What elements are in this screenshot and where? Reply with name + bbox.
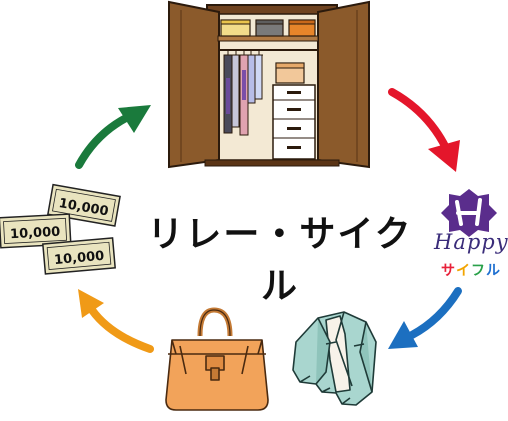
logo-kana-1: サ	[441, 263, 456, 279]
banknotes-illustration: 10,000 10,000 10,000	[0, 183, 121, 275]
happy-saiful-logo	[441, 189, 497, 237]
logo-kana-3: フ	[471, 263, 486, 279]
logo-kana-4: ル	[486, 263, 501, 279]
closet-illustration	[168, 0, 370, 169]
logo-word: Happy	[434, 230, 508, 254]
arrow-green	[75, 105, 151, 169]
banknote-2-label: 10,000	[10, 225, 61, 243]
arrow-orange	[78, 289, 154, 353]
arrow-blue	[388, 287, 462, 349]
handbag-illustration	[165, 307, 269, 411]
arrow-red	[388, 88, 460, 172]
banknote-3-label: 10,000	[54, 249, 105, 268]
banknote-2: 10,000	[0, 213, 72, 249]
logo-kana-2: イ	[456, 263, 471, 279]
jacket-illustration	[292, 311, 377, 406]
cycle-title: リレー・サイクル	[147, 214, 413, 307]
banknote-3: 10,000	[42, 237, 116, 275]
logo-kana: サイフル	[441, 260, 501, 280]
